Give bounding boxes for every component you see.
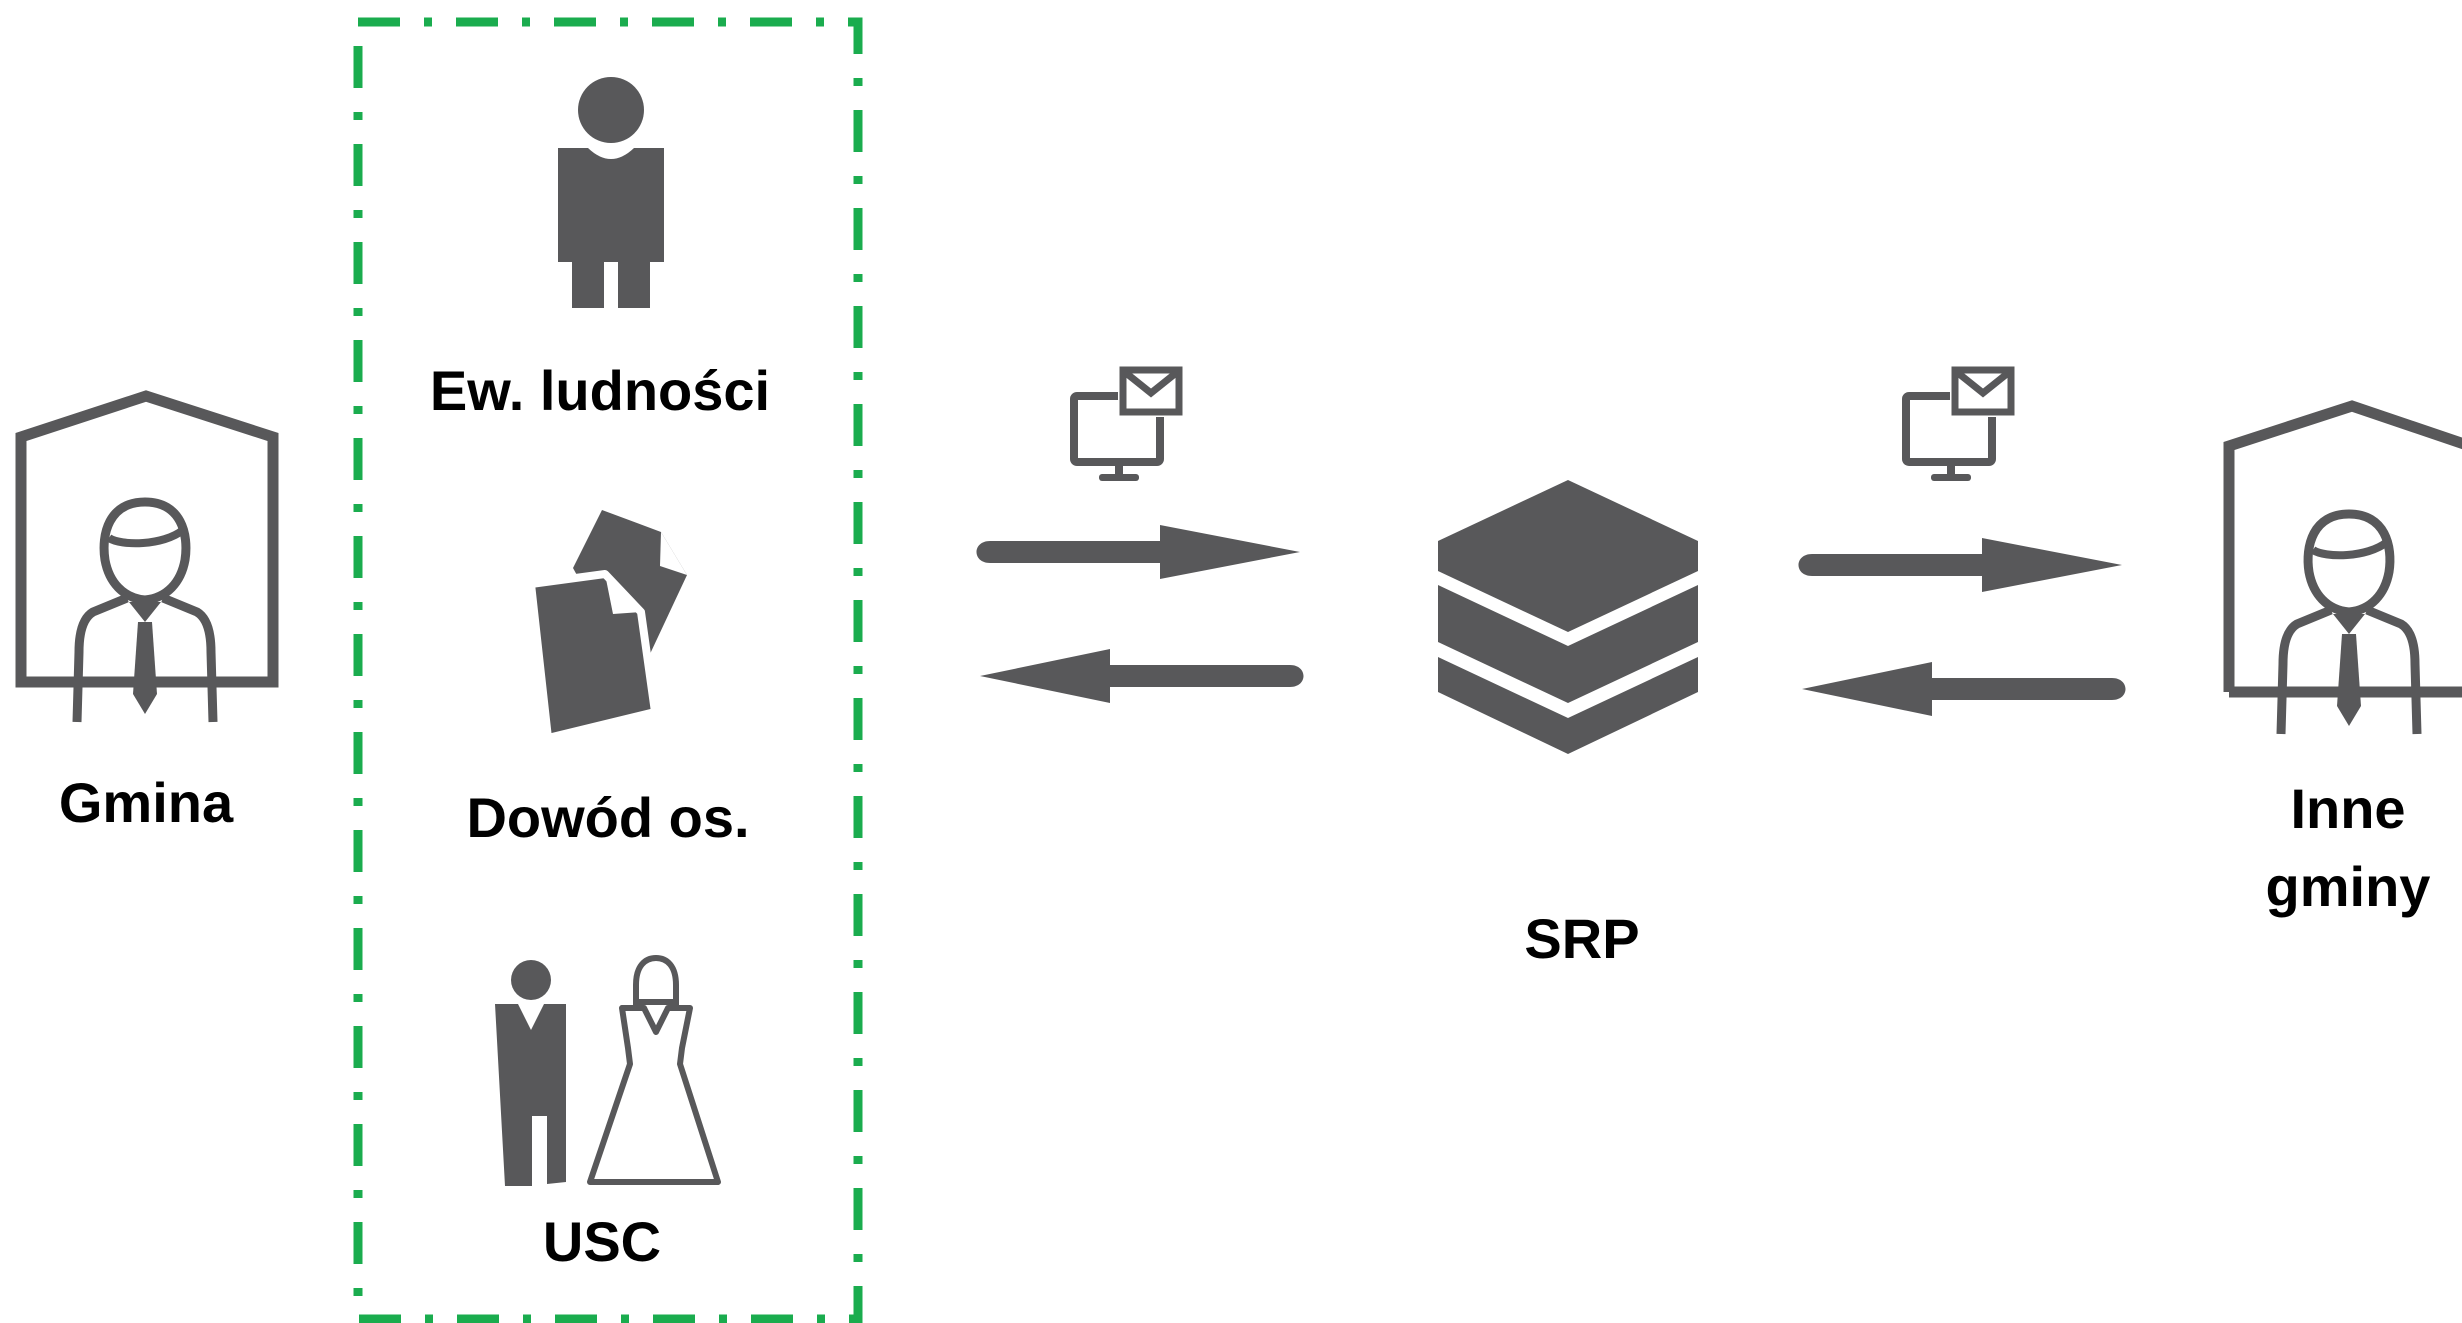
group-border [353, 17, 863, 1323]
computer-mail-icon [1074, 370, 1179, 481]
inne-label-line1: Inne [2290, 777, 2405, 840]
inne-label-line2: gminy [2266, 855, 2431, 918]
dowod-label: Dowód os. [466, 786, 749, 849]
bidirectional-arrows [976, 525, 1304, 703]
ewidencja-label: Ew. ludności [430, 359, 770, 422]
official-icon [2281, 514, 2417, 734]
house-outline [15, 390, 279, 688]
documents-icon [527, 510, 687, 742]
database-stack-icon [1438, 480, 1698, 754]
inne-gminy-node: Inne gminy [2223, 400, 2462, 918]
usc-label: USC [543, 1210, 661, 1273]
official-icon [77, 502, 213, 722]
srp-label: SRP [1524, 907, 1639, 970]
computer-mail-icon [1906, 370, 2011, 481]
bidirectional-arrows [1798, 538, 2126, 716]
person-icon [558, 77, 664, 308]
couple-icon [495, 954, 721, 1186]
gmina-node: Gmina [15, 390, 279, 834]
gmina-label: Gmina [59, 771, 234, 834]
